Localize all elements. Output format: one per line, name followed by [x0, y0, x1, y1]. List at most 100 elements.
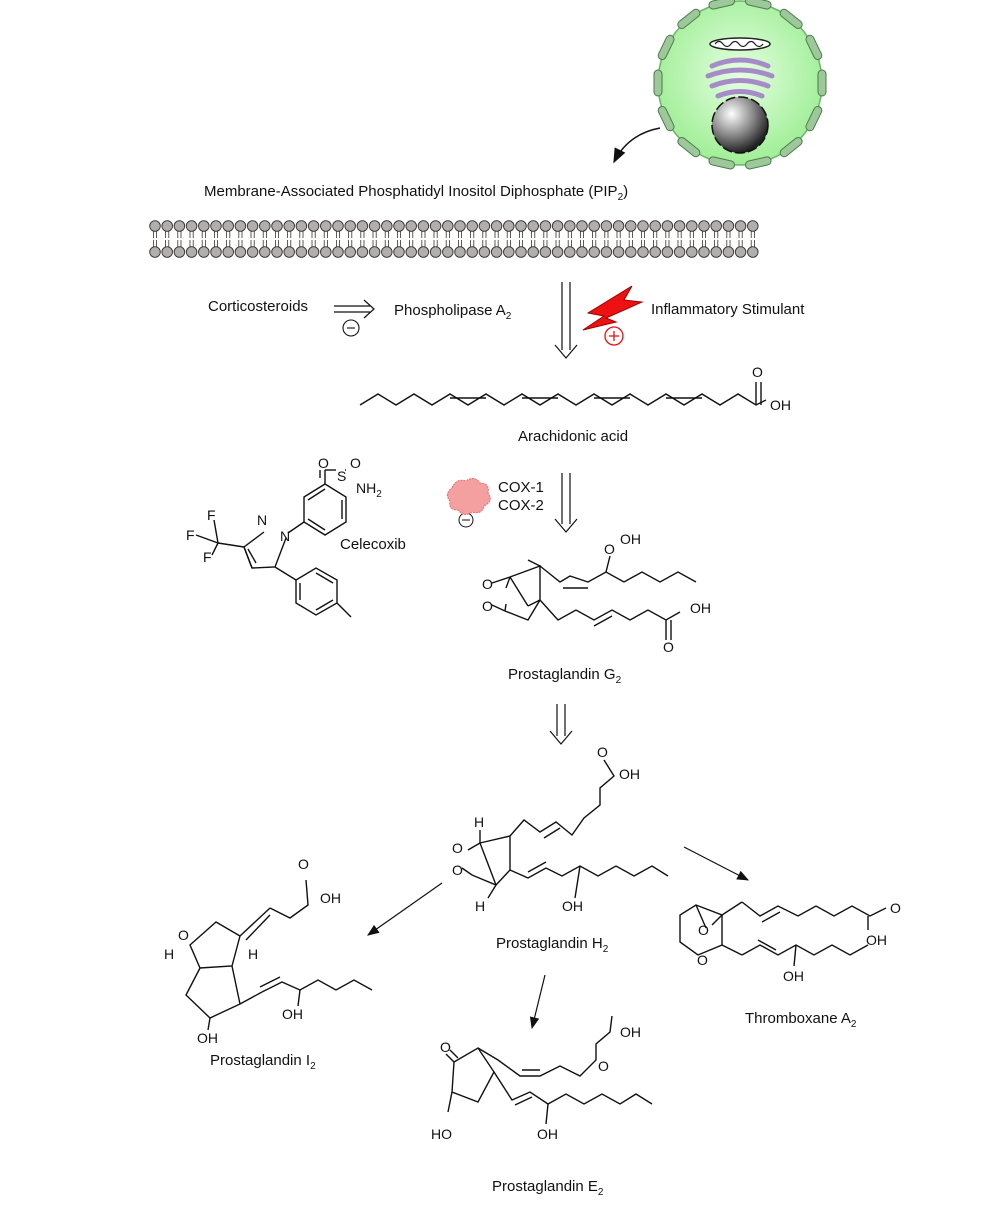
phospholipid: [405, 240, 417, 258]
atom-label-f: F: [203, 549, 212, 565]
atom-label-o: O: [178, 927, 189, 943]
atom-label-o: O: [452, 840, 463, 856]
phospholipid: [320, 240, 332, 258]
phospholipid: [259, 220, 271, 238]
phospholipid: [503, 220, 515, 238]
double-arrow-2: [554, 473, 578, 533]
phospholipid: [466, 220, 478, 238]
phospholipid: [307, 220, 320, 238]
label-pge2: Prostaglandin E2: [492, 1178, 604, 1198]
plus-sign-icon: [604, 326, 624, 346]
atom-label-o: O: [697, 952, 708, 968]
atom-label-oh: OH: [866, 932, 887, 948]
membrane-segment: [653, 69, 663, 97]
double-arrow-1: [554, 282, 578, 359]
phospholipid: [722, 220, 735, 238]
phospholipid: [588, 240, 600, 258]
phospholipid: [417, 220, 430, 238]
phospholipid: [283, 220, 295, 238]
phospholipid: [356, 240, 369, 258]
membrane-segment: [779, 136, 803, 158]
phospholipid: [185, 220, 198, 238]
phospholipid: [173, 220, 186, 238]
phospholipid: [564, 240, 576, 258]
phospholipid: [637, 240, 649, 258]
phospholipid: [661, 240, 674, 258]
lightning-icon: [582, 285, 644, 331]
structure-arachidonic-acid: [359, 382, 767, 406]
atom-label-f: F: [207, 507, 216, 523]
phospholipid: [344, 240, 356, 258]
phospholipid: [198, 240, 210, 258]
atom-label-oh: OH: [282, 1006, 303, 1022]
atom-label-ho: HO: [431, 1126, 452, 1142]
cell-membrane: [653, 0, 827, 170]
phospholipid: [539, 240, 552, 258]
phospholipid: [734, 240, 747, 258]
structure-pge2: [445, 1015, 653, 1125]
phospholipid: [246, 220, 259, 238]
atom-label-s: S: [337, 468, 347, 484]
atom-label-f: F: [186, 527, 195, 543]
lipid-bilayer: [149, 220, 759, 258]
atom-label-o: O: [482, 576, 493, 592]
phospholipid: [454, 220, 466, 238]
phospholipid: [295, 220, 308, 238]
phospholipid: [454, 240, 466, 258]
phospholipid: [173, 240, 186, 258]
phospholipid: [271, 240, 283, 258]
atom-label-o: O: [482, 598, 493, 614]
inhibit-arrow-corticosteroids: [334, 299, 375, 319]
phospholipid: [332, 240, 344, 258]
atom-label-h: H: [474, 814, 485, 830]
atom-label-oh: OH: [783, 968, 804, 984]
phospholipid: [686, 220, 698, 238]
membrane-segment: [744, 0, 772, 10]
atom-label-h: H: [164, 946, 175, 962]
phospholipid: [637, 220, 649, 238]
phospholipid: [429, 220, 442, 238]
phospholipid: [332, 220, 344, 238]
arrow-to-pge2: [529, 974, 546, 1030]
label-cox2: COX-2: [498, 497, 544, 514]
phospholipid: [320, 220, 332, 238]
phospholipid: [368, 240, 381, 258]
phospholipid: [307, 240, 320, 258]
phospholipid: [478, 220, 491, 238]
phospholipid: [747, 240, 759, 258]
phospholipid: [710, 220, 722, 238]
atom-label-o: O: [318, 455, 329, 471]
atom-label-oh: OH: [770, 397, 791, 413]
phospholipid: [466, 240, 478, 258]
membrane-segment: [657, 105, 675, 132]
minus-sign-icon-2: [458, 512, 474, 528]
atom-label-o: O: [350, 455, 361, 471]
phospholipid: [734, 220, 747, 238]
phospholipid: [673, 220, 686, 238]
atom-label-oh: OH: [690, 600, 711, 616]
phospholipid: [210, 240, 222, 258]
phospholipid: [405, 220, 417, 238]
phospholipid: [698, 240, 710, 258]
atom-label-o: O: [452, 862, 463, 878]
phospholipid: [649, 240, 661, 258]
phospholipid: [515, 240, 527, 258]
label-pgh2: Prostaglandin H2: [496, 935, 609, 955]
phospholipid: [393, 220, 405, 238]
atom-label-oh: OH: [620, 531, 641, 547]
atom-label-oh: OH: [197, 1030, 218, 1046]
atom-label-oh: OH: [620, 1024, 641, 1040]
atom-label-nh2: NH2: [356, 480, 382, 500]
atom-label-oh: OH: [537, 1126, 558, 1142]
phospholipid: [490, 220, 503, 238]
phospholipid: [527, 220, 539, 238]
phospholipid: [600, 240, 613, 258]
label-phospholipase: Phospholipase A2: [394, 302, 512, 322]
phospholipid: [551, 220, 564, 238]
cell-arrow: [613, 127, 661, 164]
phospholipid: [527, 240, 539, 258]
phospholipid: [649, 220, 661, 238]
membrane-segment: [677, 8, 701, 30]
enzyme-icon: [446, 477, 491, 516]
phospholipid: [161, 240, 173, 258]
